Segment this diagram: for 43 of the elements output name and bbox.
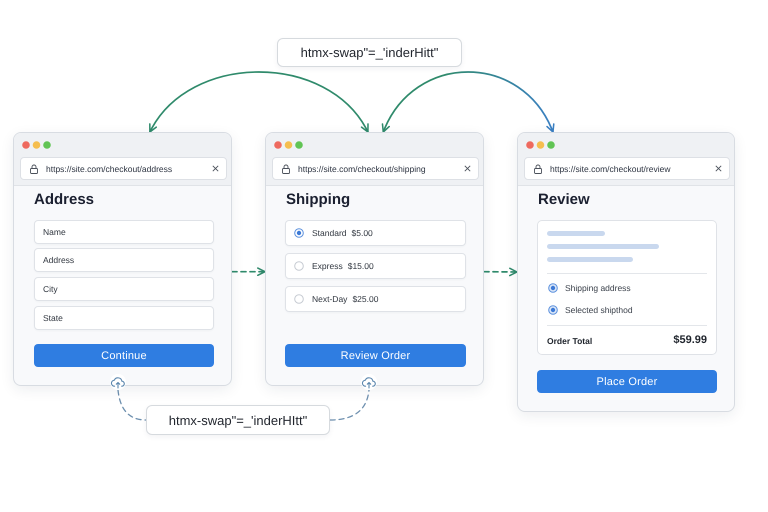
url-text: https://site.com/checkout/review xyxy=(550,164,672,174)
option-label: Express xyxy=(312,261,343,271)
browser-window xyxy=(517,132,735,412)
code-label: htmx-swap"=_'inderHItt" xyxy=(146,405,330,435)
url-text: https://site.com/checkout/shipping xyxy=(298,164,427,174)
code-label: htmx-swap"=_'inderHitt" xyxy=(277,38,462,67)
primary-button: Review Order xyxy=(285,344,466,367)
summary-card xyxy=(537,220,717,355)
url-text: https://site.com/checkout/address xyxy=(46,164,174,174)
browser-window xyxy=(265,132,484,386)
option-label: Standard xyxy=(312,228,346,238)
option-price: $5.00 xyxy=(352,228,373,238)
curved-arrow xyxy=(382,71,554,133)
option-price: $15.00 xyxy=(348,261,374,271)
primary-button: Continue xyxy=(34,344,214,367)
option-label: Next-Day xyxy=(312,294,348,304)
dashed-connector xyxy=(117,389,147,421)
curved-arrow xyxy=(149,71,369,133)
input-field: State xyxy=(34,306,214,330)
input-field: Name xyxy=(34,220,214,244)
primary-button: Place Order xyxy=(537,370,717,393)
radio-option xyxy=(285,286,466,312)
browser-window xyxy=(13,132,232,386)
checklist-item: Shipping address xyxy=(565,283,631,293)
address-bar xyxy=(272,157,479,180)
cloud-upload-icon xyxy=(110,374,126,390)
input-field: City xyxy=(34,277,214,301)
total-label: Order Total xyxy=(547,336,592,346)
dashed-connector xyxy=(329,389,370,421)
radio-option xyxy=(285,220,466,246)
input-field: Address xyxy=(34,248,214,272)
page-heading: Review xyxy=(538,191,590,208)
page-heading: Address xyxy=(34,191,94,208)
total-amount: $59.99 xyxy=(673,334,707,346)
dashed-arrow xyxy=(231,267,266,276)
page-heading: Shipping xyxy=(286,191,350,208)
option-price: $25.00 xyxy=(352,294,378,304)
cloud-upload-icon xyxy=(361,374,377,390)
checklist-item: Selected shipthod xyxy=(565,305,633,315)
address-bar xyxy=(524,157,730,180)
dashed-arrow xyxy=(483,268,518,276)
radio-option xyxy=(285,253,466,279)
address-bar xyxy=(20,157,227,180)
